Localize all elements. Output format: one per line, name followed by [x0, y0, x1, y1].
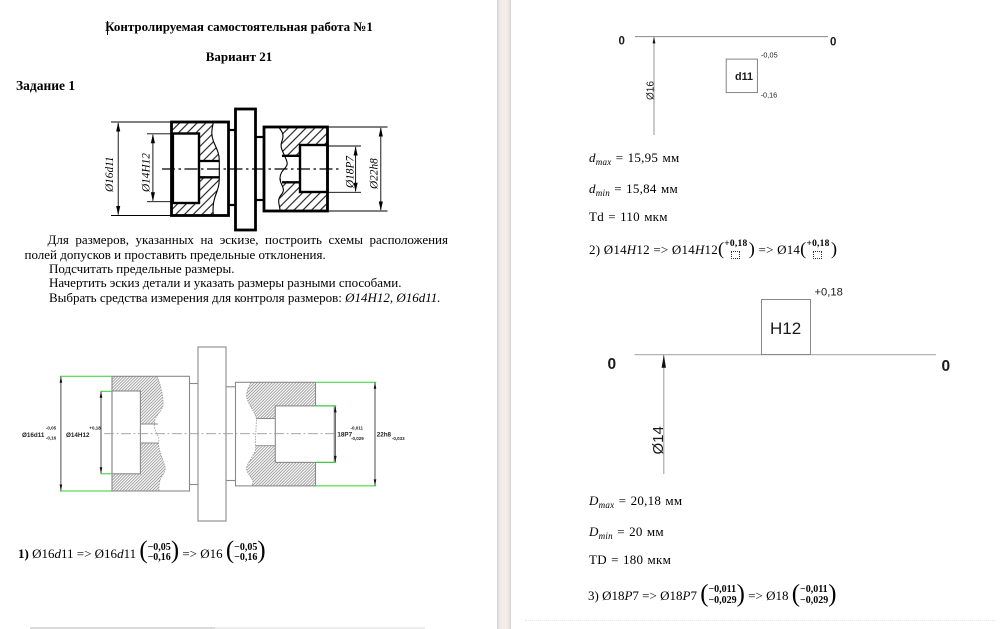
- svg-text:-0,16: -0,16: [46, 436, 57, 441]
- svg-text:0: 0: [942, 358, 951, 375]
- svg-text:+0,18: +0,18: [815, 287, 843, 299]
- svg-text:Ø14: Ø14: [650, 426, 667, 454]
- svg-text:-0,011: -0,011: [351, 426, 364, 431]
- svg-text:Ø14H12: Ø14H12: [66, 432, 90, 439]
- svg-text:Ø16d11: Ø16d11: [104, 156, 116, 193]
- svg-text:-0,05: -0,05: [761, 51, 778, 60]
- svg-text:-0,029: -0,029: [351, 436, 364, 441]
- svg-text:0: 0: [608, 356, 617, 373]
- svg-text:0: 0: [830, 37, 836, 49]
- svg-text:Ø14H12: Ø14H12: [141, 153, 153, 193]
- svg-text:Ø18P7: Ø18P7: [344, 155, 356, 189]
- svg-text:Ø16d11: Ø16d11: [22, 432, 45, 439]
- svg-text:22h8: 22h8: [377, 431, 392, 438]
- svg-text:Ø22h8: Ø22h8: [369, 158, 381, 190]
- svg-text:+0,18: +0,18: [89, 426, 101, 431]
- svg-text:d11: d11: [735, 71, 753, 83]
- svg-text:18P7: 18P7: [337, 431, 352, 438]
- svg-text:Ø16: Ø16: [646, 81, 657, 100]
- svg-text:-0,033: -0,033: [392, 436, 405, 441]
- svg-text:-0,05: -0,05: [46, 426, 57, 431]
- svg-text:H12: H12: [770, 319, 801, 338]
- svg-text:0: 0: [619, 36, 625, 48]
- svg-text:-0,16: -0,16: [761, 91, 778, 100]
